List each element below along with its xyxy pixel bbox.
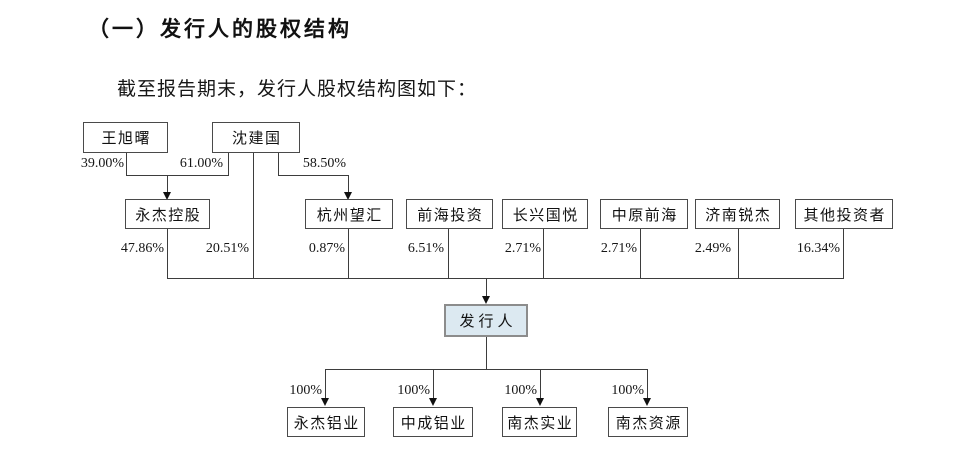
connector-line [433,369,434,399]
connector-line [640,229,641,278]
connector-line [486,337,487,370]
connector-line [167,175,168,193]
connector-line [278,175,348,176]
node-shen-jianguo: 沈建国 [212,122,300,153]
node-jinanruijie: 济南锐杰 [695,199,780,229]
arrowhead-icon [536,398,544,406]
connector-line [167,229,168,278]
pct-shen-to-hangzhouwanghui: 58.50% [302,156,346,171]
section-heading: （一）发行人的股权结构 [88,18,352,41]
connector-line [647,369,648,399]
connector-line [486,278,487,297]
connector-line [126,175,229,176]
pct-zhongyuanqianhai-issuer: 2.71% [600,241,637,256]
intro-text: 截至报告期末，发行人股权结构图如下： [117,79,478,100]
connector-line [278,153,279,175]
node-qitatouzizhe: 其他投资者 [795,199,893,229]
arrowhead-icon [482,296,490,304]
node-zhongchenglvye: 中成铝业 [393,407,473,437]
connector-bus-line [167,278,844,279]
pct-issuer-zhongchenglvye: 100% [397,383,430,398]
node-nanjieshiye: 南杰实业 [502,407,577,437]
connector-line [325,369,648,370]
pct-changxingguoyue-issuer: 2.71% [504,241,541,256]
pct-issuer-nanjieziyuan: 100% [611,383,644,398]
arrowhead-icon [321,398,329,406]
connector-line [448,229,449,278]
connector-line [540,369,541,399]
arrowhead-icon [429,398,437,406]
pct-issuer-nanjieshiye: 100% [504,383,537,398]
arrowhead-icon [344,192,352,200]
pct-wang-to-yongjiekonggu: 39.00% [80,156,124,171]
node-changxingguoyue: 长兴国悦 [502,199,588,229]
arrowhead-icon [163,192,171,200]
connector-line [126,153,127,175]
pct-shen-issuer: 20.51% [205,241,249,256]
node-issuer: 发行人 [444,304,528,337]
pct-issuer-yongjielvye: 100% [289,383,322,398]
pct-hangzhouwanghui-issuer: 0.87% [308,241,345,256]
pct-yongjiekonggu-issuer: 47.86% [120,241,164,256]
pct-shen-to-yongjiekonggu: 61.00% [179,156,223,171]
connector-line [228,153,229,175]
connector-line [738,229,739,278]
node-zhongyuanqianhai: 中原前海 [600,199,688,229]
node-qianhaitouzi: 前海投资 [406,199,493,229]
connector-line [325,369,326,399]
connector-line [843,229,844,278]
connector-line [543,229,544,278]
connector-line [253,153,254,278]
node-wang-xushu: 王旭曙 [83,122,168,153]
pct-qitatouzizhe-issuer: 16.34% [796,241,840,256]
pct-jinanruijie-issuer: 2.49% [694,241,731,256]
node-yongjiekonggu: 永杰控股 [125,199,210,229]
connector-line [348,229,349,278]
connector-line [348,175,349,193]
node-hangzhouwanghui: 杭州望汇 [305,199,393,229]
node-nanjieziyuan: 南杰资源 [608,407,688,437]
pct-qianhaitouzi-issuer: 6.51% [407,241,444,256]
node-yongjielvye: 永杰铝业 [287,407,365,437]
arrowhead-icon [643,398,651,406]
